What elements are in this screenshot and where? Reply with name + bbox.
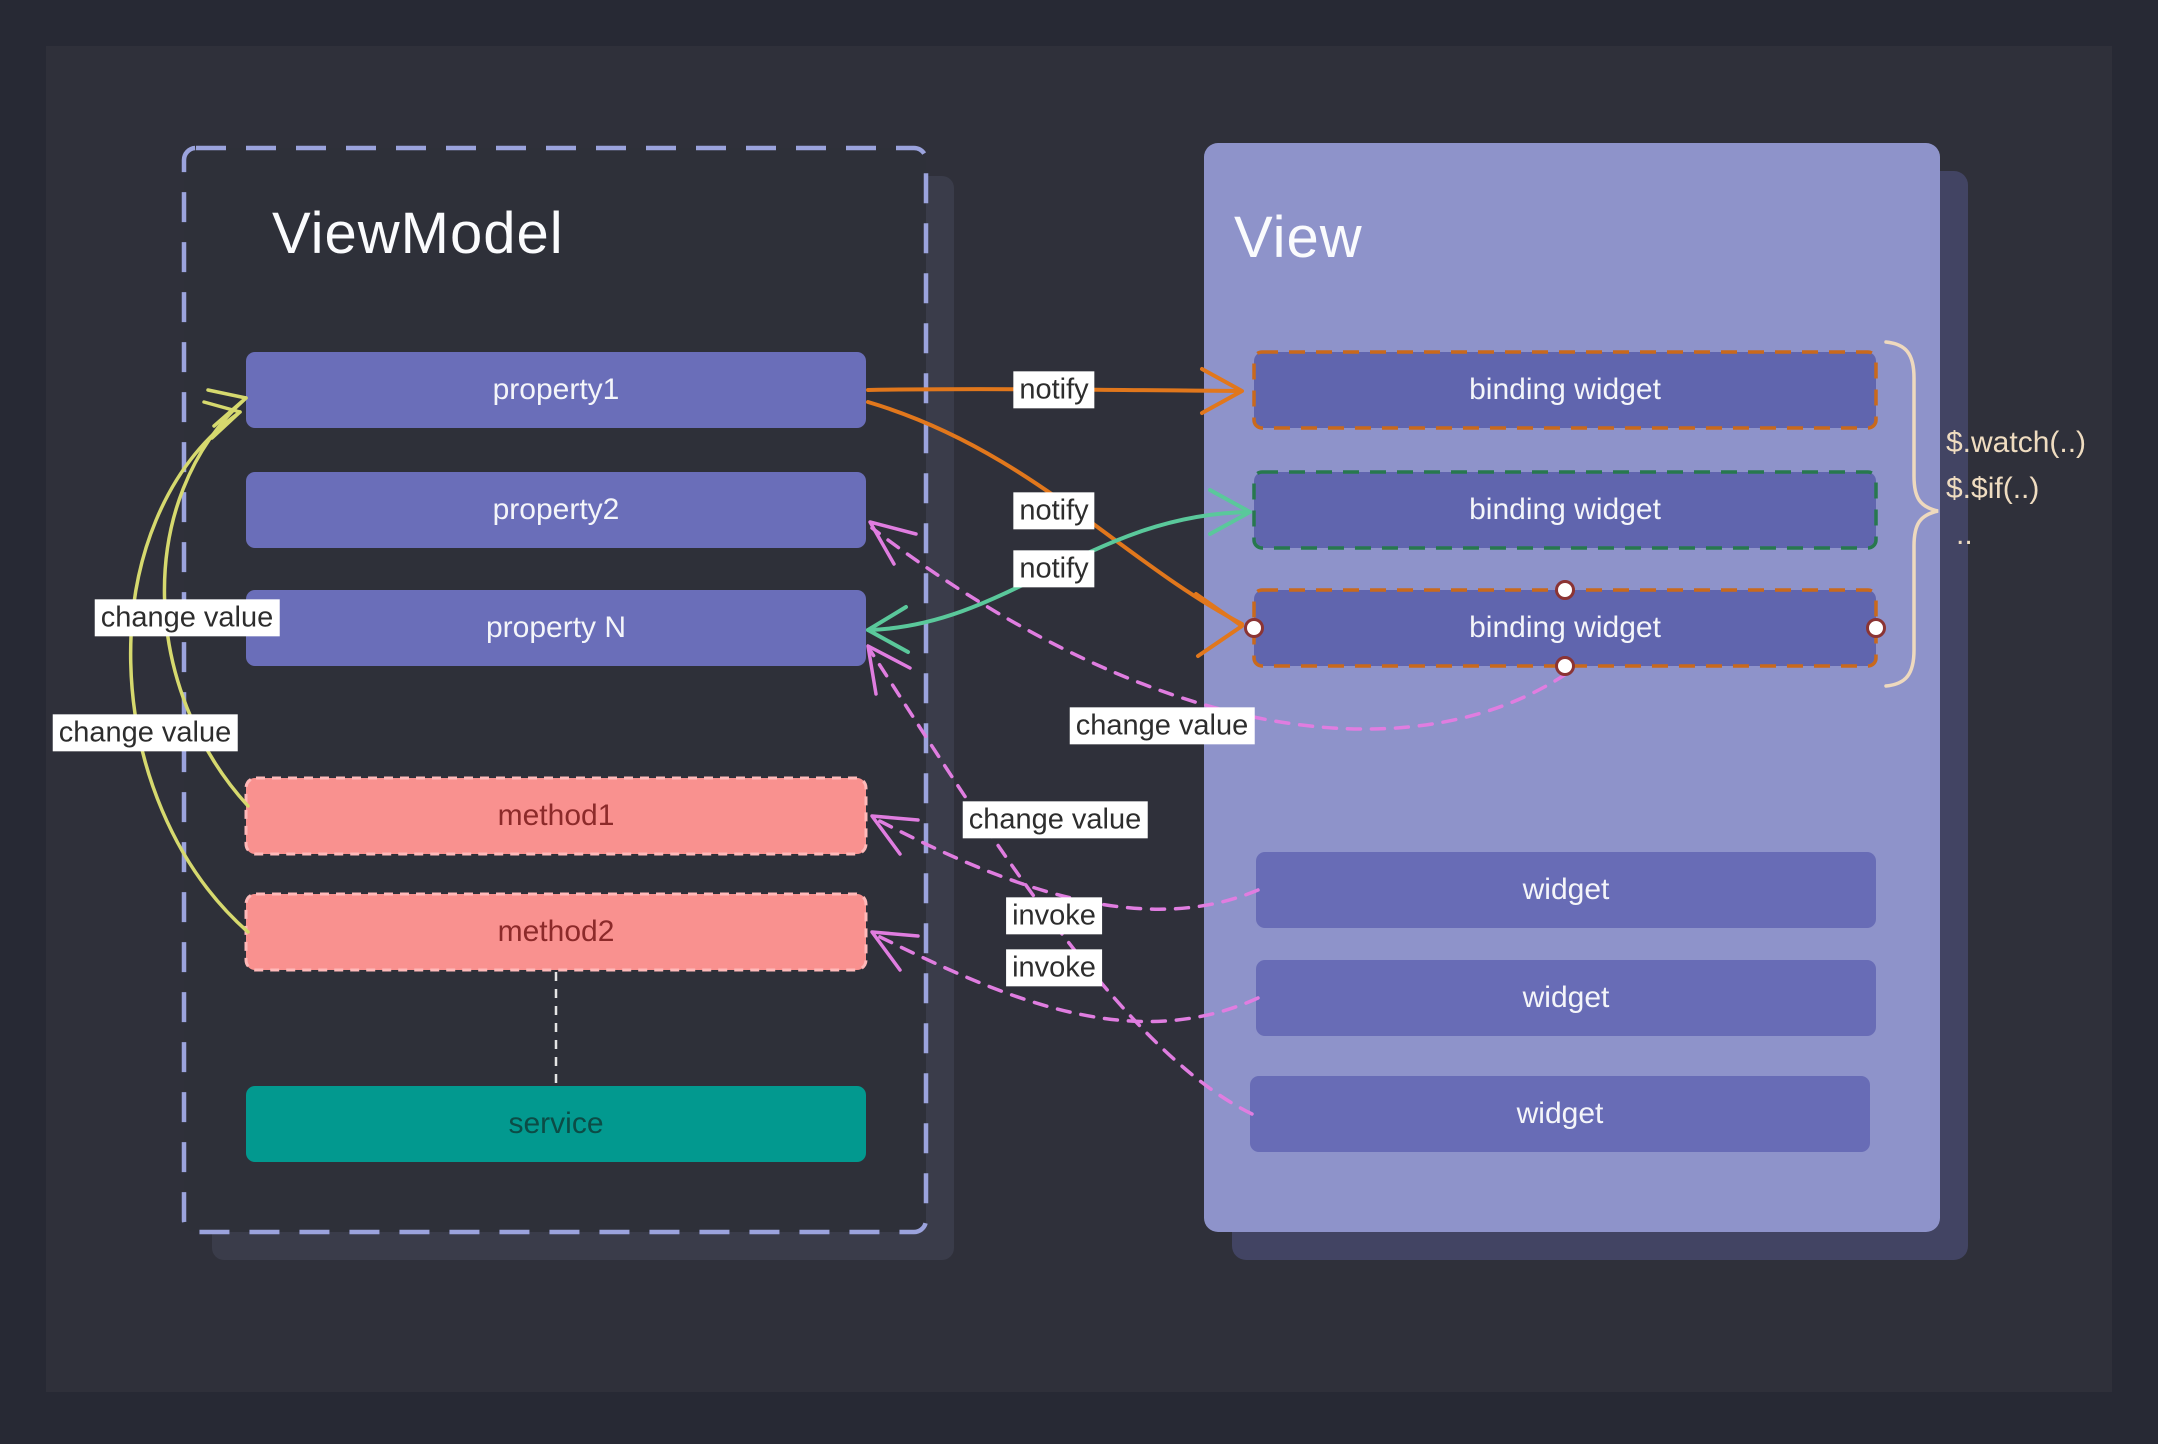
widget1-box: widget <box>1256 852 1876 928</box>
annotation-line-watch: $.watch(..) <box>1946 426 2087 459</box>
notify-label-1: notify <box>1013 371 1095 409</box>
property2-box: property2 <box>246 472 866 548</box>
change-value-label-mid-2: change value <box>962 801 1148 839</box>
annotation-line-if: $.$if(..) <box>1946 472 2040 505</box>
notify-label-2: notify <box>1013 492 1095 530</box>
binding-api-annotation: $.watch(..) $.$if(..) .. <box>1946 420 2086 558</box>
change-value-label-left-2: change value <box>52 714 238 752</box>
viewmodel-container <box>184 148 926 1232</box>
viewmodel-title: ViewModel <box>272 201 564 266</box>
binding-widget1-box: binding widget <box>1254 352 1876 428</box>
widget2-box: widget <box>1256 960 1876 1036</box>
service-box: service <box>246 1086 866 1162</box>
propertyN-box: property N <box>246 590 866 666</box>
widget3-box: widget <box>1250 1076 1870 1152</box>
invoke-label-2: invoke <box>1006 949 1102 987</box>
notify-label-3: notify <box>1013 550 1095 588</box>
property1-box: property1 <box>246 352 866 428</box>
binding-widget2-box: binding widget <box>1254 472 1876 548</box>
change-value-label-left-1: change value <box>94 599 280 637</box>
binding-widget3-box: binding widget <box>1254 590 1876 666</box>
method2-box: method2 <box>246 894 866 970</box>
annotation-line-ellipsis: .. <box>1956 518 1973 551</box>
view-container <box>1204 143 1940 1232</box>
view-title: View <box>1234 205 1363 270</box>
method1-box: method1 <box>246 778 866 854</box>
invoke-label-1: invoke <box>1006 897 1102 935</box>
change-value-label-mid-1: change value <box>1069 707 1255 745</box>
